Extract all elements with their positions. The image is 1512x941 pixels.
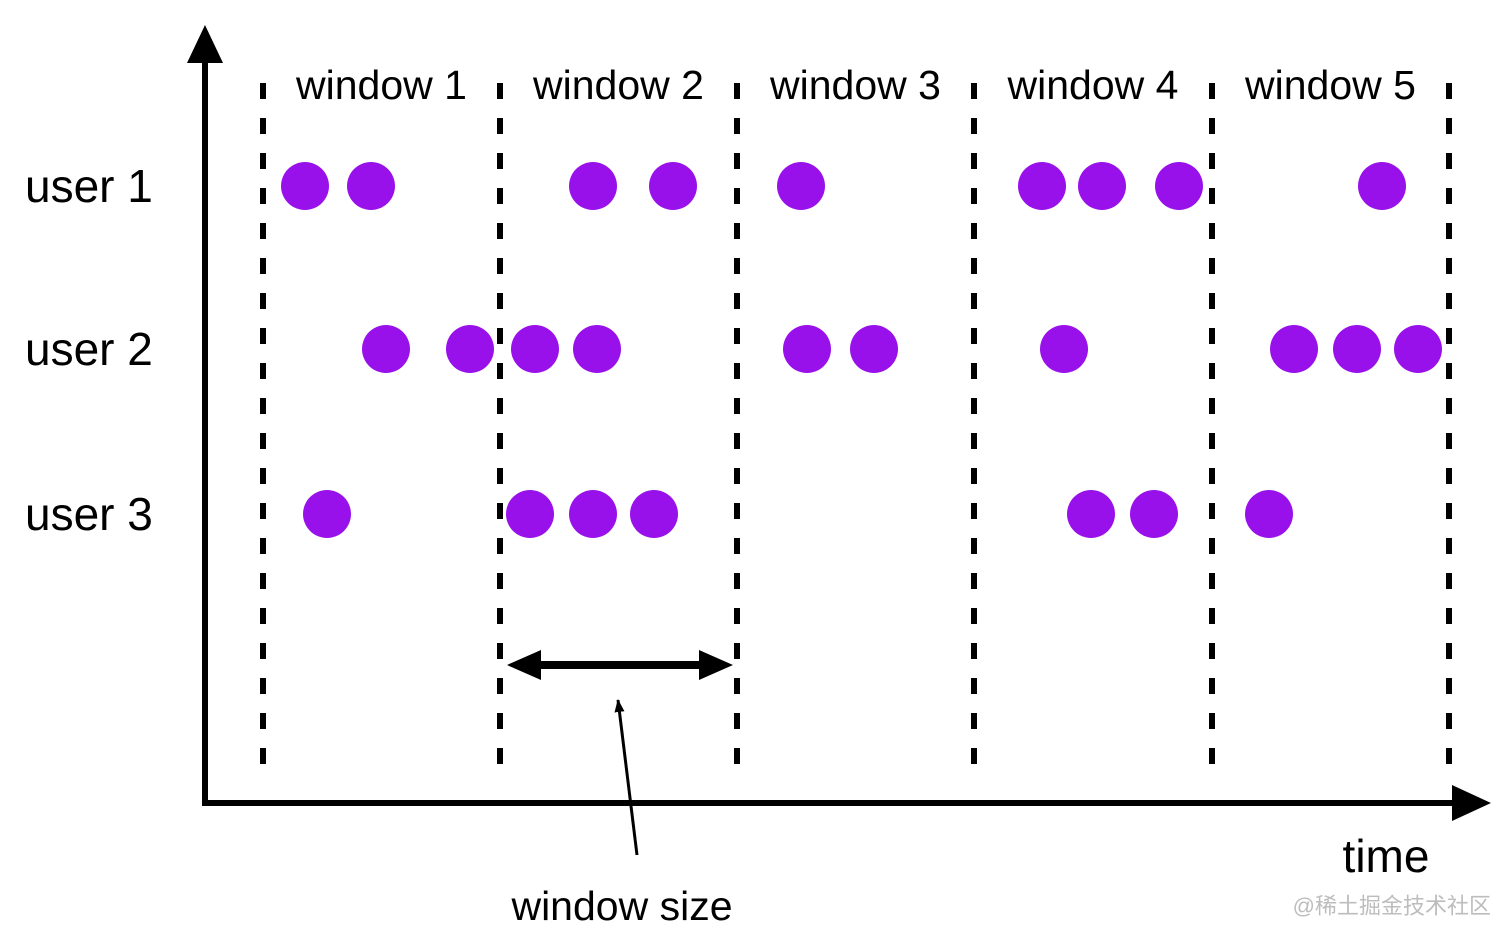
request-dot-user1-4: [649, 162, 697, 210]
request-dot-user1-2: [347, 162, 395, 210]
window-label-1: window 1: [295, 62, 467, 108]
request-dot-user1-7: [1078, 162, 1126, 210]
watermark-text: @稀土掘金技术社区: [1293, 894, 1491, 919]
request-dot-user3-7: [1245, 490, 1293, 538]
window-size-arrowhead-left-icon: [507, 650, 541, 680]
request-dot-user1-9: [1358, 162, 1406, 210]
request-dot-user2-2: [446, 325, 494, 373]
window-size-label: window size: [510, 883, 732, 929]
window-label-2: window 2: [532, 62, 704, 108]
request-dot-user3-3: [569, 490, 617, 538]
window-label-4: window 4: [1007, 62, 1179, 108]
request-dot-user2-7: [1040, 325, 1088, 373]
window-size-pointer-arrow: [614, 699, 639, 856]
request-dot-user2-9: [1333, 325, 1381, 373]
request-dot-user3-5: [1067, 490, 1115, 538]
request-dot-user1-8: [1155, 162, 1203, 210]
request-dot-user2-6: [850, 325, 898, 373]
x-axis-arrowhead-icon: [1452, 785, 1491, 821]
user-label-3: user 3: [25, 488, 153, 540]
request-dot-user3-2: [506, 490, 554, 538]
window-label-5: window 5: [1244, 62, 1416, 108]
request-dot-user2-5: [783, 325, 831, 373]
request-dot-user1-5: [777, 162, 825, 210]
request-dot-user2-4: [573, 325, 621, 373]
request-dot-user3-1: [303, 490, 351, 538]
time-axis-label: time: [1343, 830, 1430, 882]
user-label-2: user 2: [25, 323, 153, 375]
request-dot-user1-3: [569, 162, 617, 210]
window-label-3: window 3: [769, 62, 941, 108]
request-dot-user2-8: [1270, 325, 1318, 373]
request-dot-user1-1: [281, 162, 329, 210]
request-dot-user1-6: [1018, 162, 1066, 210]
request-dot-user3-4: [630, 490, 678, 538]
request-dot-user2-3: [511, 325, 559, 373]
window-size-arrowhead-right-icon: [699, 650, 733, 680]
request-dot-user3-6: [1130, 490, 1178, 538]
y-axis-arrowhead-icon: [187, 25, 223, 63]
user-label-1: user 1: [25, 160, 153, 212]
request-dot-user2-1: [362, 325, 410, 373]
request-dot-user2-10: [1394, 325, 1442, 373]
